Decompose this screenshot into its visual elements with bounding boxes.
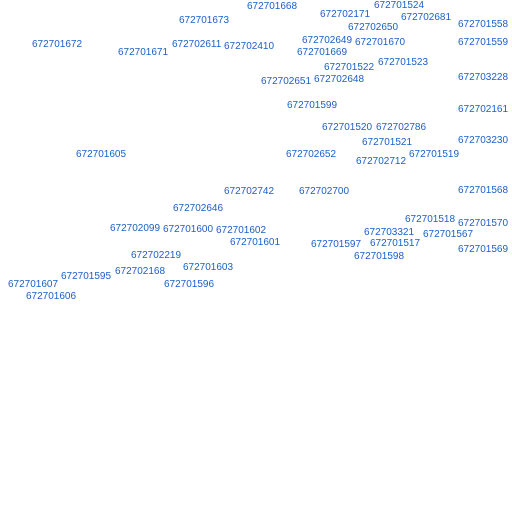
feature-label: 672701595	[61, 271, 112, 282]
feature-label: 672701596	[164, 279, 215, 290]
feature-label: 672701559	[458, 37, 509, 48]
feature-label: 672701521	[362, 137, 413, 148]
feature-label: 672701668	[247, 1, 298, 12]
feature-label: 672701568	[458, 185, 509, 196]
feature-label: 672701601	[230, 237, 281, 248]
feature-label: 672702161	[458, 104, 509, 115]
feature-label: 672702652	[286, 149, 337, 160]
feature-label: 672701670	[355, 37, 406, 48]
feature-label: 672702700	[299, 186, 350, 197]
feature-label: 672701673	[179, 15, 230, 26]
feature-label: 672701523	[378, 57, 429, 68]
feature-label: 672702681	[401, 12, 452, 23]
feature-label: 672701672	[32, 39, 83, 50]
feature-label: 672702611	[172, 39, 222, 50]
feature-label: 672701599	[287, 100, 338, 111]
feature-label: 672703321	[364, 227, 415, 238]
feature-label: 672702648	[314, 74, 365, 85]
feature-label: 672701669	[297, 47, 348, 58]
feature-label: 672702099	[110, 223, 161, 234]
feature-label: 672702712	[356, 156, 407, 167]
feature-label: 672702786	[376, 122, 427, 133]
feature-label: 672701569	[458, 244, 509, 255]
feature-label: 672701597	[311, 239, 362, 250]
feature-label: 672702649	[302, 35, 353, 46]
feature-label: 672701517	[370, 238, 421, 249]
feature-label: 672701606	[26, 291, 77, 302]
feature-label: 672702171	[320, 9, 371, 20]
feature-label: 672701570	[458, 218, 509, 229]
feature-label: 672701671	[118, 47, 169, 58]
feature-label: 672701602	[216, 225, 267, 236]
feature-label: 672701522	[324, 62, 375, 73]
feature-label: 672702168	[115, 266, 166, 277]
feature-label: 672701518	[405, 214, 456, 225]
feature-label: 672701600	[163, 224, 214, 235]
feature-label: 672701605	[76, 149, 127, 160]
feature-label: 672701567	[423, 229, 474, 240]
feature-label: 672702646	[173, 203, 224, 214]
feature-label: 672703230	[458, 135, 509, 146]
feature-label: 672701558	[458, 19, 509, 30]
feature-label: 672701519	[409, 149, 460, 160]
feature-label: 672701524	[374, 0, 425, 11]
feature-label: 672702410	[224, 41, 275, 52]
feature-label: 672702651	[261, 76, 312, 87]
feature-label: 672703228	[458, 72, 509, 83]
feature-label: 672702742	[224, 186, 275, 197]
feature-label: 672702650	[348, 22, 399, 33]
feature-label: 672701603	[183, 262, 234, 273]
feature-label: 672701607	[8, 279, 59, 290]
feature-label: 672702219	[131, 250, 182, 261]
feature-label: 672701598	[354, 251, 405, 262]
feature-label: 672701520	[322, 122, 373, 133]
